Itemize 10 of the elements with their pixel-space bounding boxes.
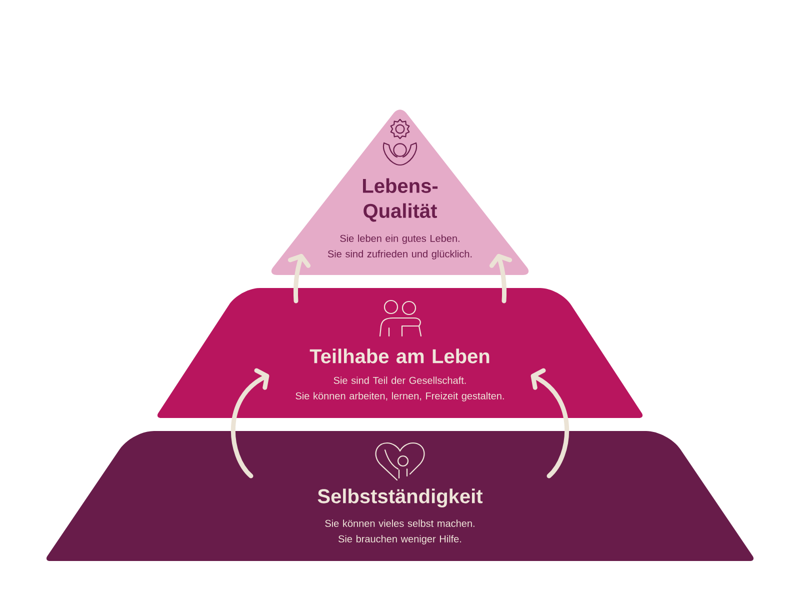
arrow — [530, 368, 570, 478]
level-heading: Selbstständigkeit — [318, 488, 483, 508]
level-description: Sie sind Teil der Gesellschaft. Sie können arbeiten, lernen, Freizeit gestalten. — [296, 376, 504, 402]
level-heading: Lebens- Qualität — [363, 178, 438, 222]
level-description: Sie können vieles selbst machen. Sie brauchen weniger Hilfe. — [325, 520, 474, 544]
arrow — [489, 254, 512, 304]
level-heading: Teilhabe am Leben — [310, 348, 490, 364]
arrow — [288, 254, 311, 304]
level-description: Sie leben ein gutes Leben. Sie sind zufrieden und glücklich. — [328, 234, 472, 260]
arrow — [231, 368, 270, 478]
